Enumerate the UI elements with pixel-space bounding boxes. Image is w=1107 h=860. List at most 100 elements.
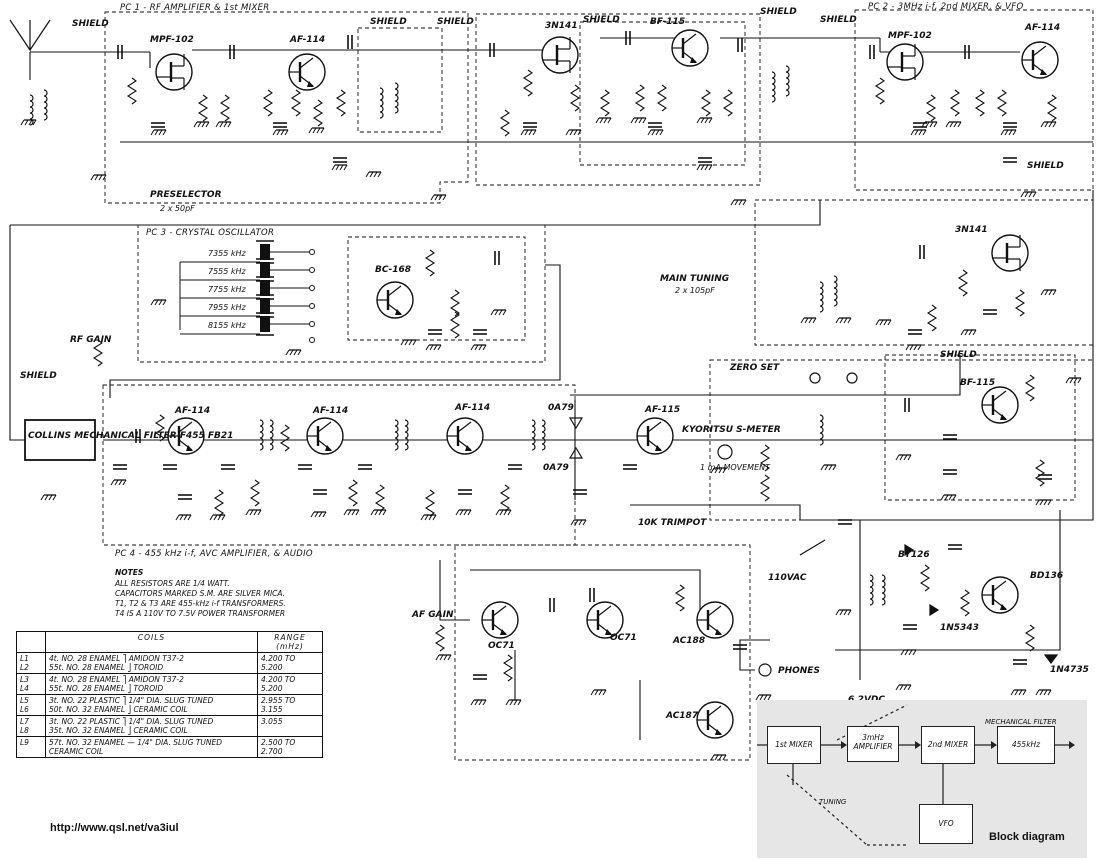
block-3mhz-amp: 3mHz AMPLIFIER <box>847 726 899 762</box>
coil-ids: L5 L6 <box>16 694 46 716</box>
part-label: 1N4735 <box>1050 665 1089 675</box>
fet-mpf102-if <box>885 42 925 82</box>
pc1-title: PC 1 - RF AMPLIFIER & 1st MIXER <box>120 3 269 13</box>
trimpot-label: 10K TRIMPOT <box>638 518 707 528</box>
crystal-label: 7955 kHz <box>208 303 247 312</box>
note-line: ALL RESISTORS ARE 1/4 WATT. <box>115 579 230 588</box>
bjt-oc71-1 <box>480 600 520 640</box>
coil-range: 3.055 <box>257 715 323 737</box>
fet-3n141 <box>540 35 580 75</box>
source-url[interactable]: http://www.qsl.net/va3iul <box>50 822 179 834</box>
part-label: AF-114 <box>289 35 325 45</box>
bjt-bf115-vfo <box>980 385 1020 425</box>
part-label: AC187 <box>665 711 699 721</box>
coil-range: 2.955 TO 3.155 <box>257 694 323 716</box>
mains-label: 110VAC <box>768 573 807 583</box>
coil-l5-icon <box>771 71 776 103</box>
shield-label: SHIELD <box>1027 161 1064 171</box>
shield-label: SHIELD <box>583 15 620 25</box>
part-label: AF-115 <box>644 405 680 415</box>
transformer-t2-icon <box>394 419 399 451</box>
part-label: 0A79 <box>548 403 574 413</box>
coils-header-desc: COILS <box>45 631 258 653</box>
part-label: AF-114 <box>312 406 348 416</box>
part-label: OC71 <box>488 641 515 651</box>
phones-label: PHONES <box>778 666 820 676</box>
part-label: BF-115 <box>650 17 685 27</box>
part-label: 3N141 <box>955 225 988 235</box>
part-label: OC71 <box>610 633 637 643</box>
movement-label: 1 mA MOVEMENT <box>700 463 771 472</box>
part-label: MPF-102 <box>150 35 194 45</box>
pc2-title: PC 2 - 3MHz i-f, 2nd MIXER, & VFO <box>868 2 1023 12</box>
transformer-t1-icon <box>259 419 264 451</box>
coil-desc: 4t. NO. 28 ENAMEL ⎤ AMIDON T37-2 55t. NO… <box>45 673 258 695</box>
meter-icon <box>717 444 733 460</box>
part-label: AF-114 <box>1024 23 1060 33</box>
coil-desc: 57t. NO. 32 ENAMEL — 1/4" DIA. SLUG TUNE… <box>45 736 258 758</box>
block-1st-mixer: 1st MIXER <box>767 726 821 764</box>
notes-title: NOTES <box>115 568 144 577</box>
part-label: MPF-102 <box>888 31 932 41</box>
shield-label: SHIELD <box>370 17 407 27</box>
part-label: 1N5343 <box>940 623 979 633</box>
bjt-ac188 <box>695 600 735 640</box>
bjt-bd136 <box>980 575 1020 615</box>
coil-desc: 4t. NO. 28 ENAMEL ⎤ AMIDON T37-2 55t. NO… <box>45 652 258 674</box>
tuning-caption: TUNING <box>819 798 847 806</box>
coil-ids: L7 L8 <box>16 715 46 737</box>
bjt-af114-if <box>1020 40 1060 80</box>
block-455khz-filter: 455kHz <box>997 726 1055 764</box>
pc2-boundary <box>854 9 1094 191</box>
coil-ids: L3 L4 <box>16 673 46 695</box>
pc3-boundary <box>137 224 546 363</box>
mechanical-filter-label: COLLINS MECHANICAL FILTER F455 FB21 <box>28 431 233 441</box>
pc3-title: PC 3 - CRYSTAL OSCILLATOR <box>146 228 274 238</box>
shield-label: SHIELD <box>760 7 797 17</box>
note-line: CAPACITORS MARKED S.M. ARE SILVER MICA. <box>115 589 286 598</box>
part-label: BC-168 <box>375 265 411 275</box>
fet-3n141-mixer2 <box>990 233 1030 273</box>
bjt-af114-if3 <box>445 416 485 456</box>
block-diagram: 1st MIXER 3mHz AMPLIFIER 2nd MIXER 455kH… <box>757 700 1087 858</box>
bjt-af115-avc <box>635 416 675 456</box>
note-line: T1, T2 & T3 ARE 455-kHz i-f TRANSFORMERS… <box>115 599 286 608</box>
shield-label: SHIELD <box>820 15 857 25</box>
shield-label: SHIELD <box>940 350 977 360</box>
crystal-label: 7355 kHz <box>208 249 247 258</box>
mechanical-filter-box <box>24 419 96 461</box>
coils-header-id <box>16 631 46 653</box>
part-label: AF-114 <box>174 406 210 416</box>
part-label: 0A79 <box>543 463 569 473</box>
part-label: AF-114 <box>454 403 490 413</box>
coil-l2-icon <box>43 89 48 121</box>
preselector-label: PRESELECTOR <box>150 190 222 200</box>
antenna-icon <box>9 19 51 52</box>
part-label: BD136 <box>1030 571 1063 581</box>
coil-l6-icon <box>785 65 790 97</box>
part-label: 3N141 <box>545 21 578 31</box>
rf-gain-label: RF GAIN <box>70 335 112 345</box>
part-label: BY126 <box>898 550 930 560</box>
preselector-cap: 2 x 50pF <box>160 204 195 213</box>
mechanical-filter-caption: MECHANICAL FILTER <box>985 718 1057 726</box>
crystal-label: 7755 kHz <box>208 285 247 294</box>
ground-icon <box>20 119 37 126</box>
bjt-af114-if2 <box>305 416 345 456</box>
crystal-label: 8155 kHz <box>208 321 247 330</box>
phones-jack-icon <box>758 663 772 677</box>
coil-l7-icon <box>819 281 824 313</box>
coil-l3-icon <box>379 87 384 119</box>
coil-l8-icon <box>833 275 838 307</box>
bjt-bf115 <box>670 28 710 68</box>
crystal-label: 7555 kHz <box>208 267 247 276</box>
zero-set-label: ZERO SET <box>729 363 780 373</box>
main-tuning-label: MAIN TUNING <box>660 274 729 284</box>
block-vfo: VFO <box>919 804 973 844</box>
